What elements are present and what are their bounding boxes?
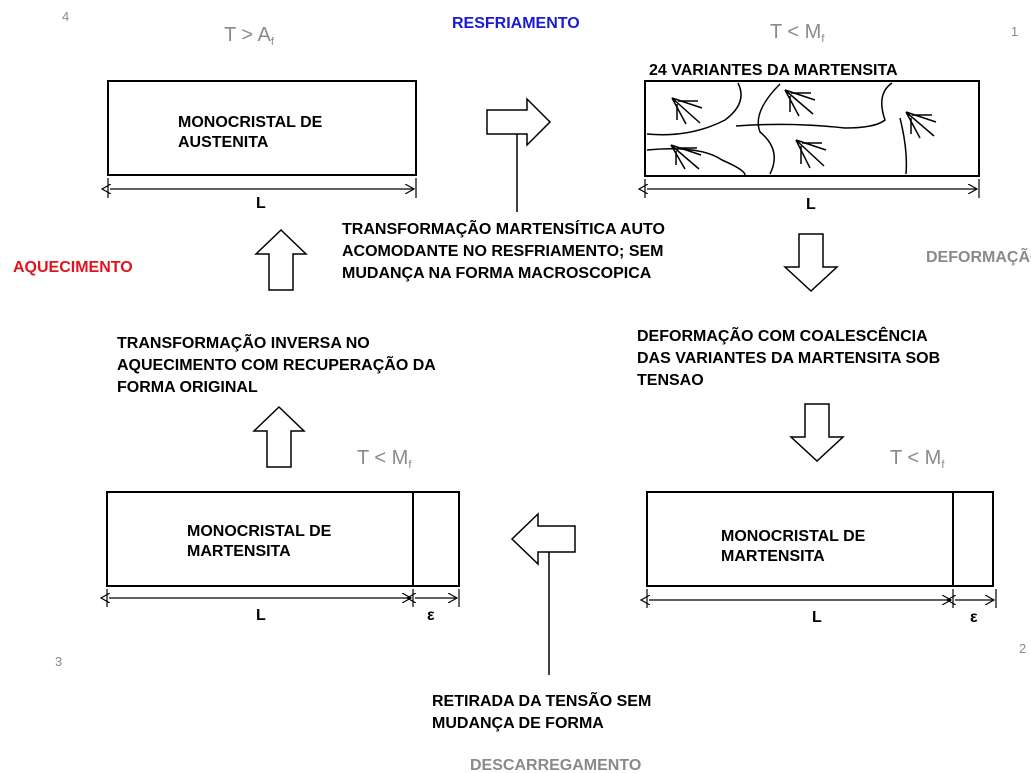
length-label-top-left: L	[256, 195, 266, 212]
unloading-label: DESCARREGAMENTO	[470, 757, 641, 773]
temp-condition-4: T > Af	[224, 24, 275, 48]
deformation-description-line1: DEFORMAÇÃO COM COALESCÊNCIA	[637, 325, 928, 345]
step-number-1: 1	[1011, 24, 1018, 39]
deformation-arrow-down-icon-2	[789, 403, 845, 463]
unloading-arrow-left-icon	[510, 512, 576, 566]
heating-arrow-up-icon-2	[252, 405, 306, 468]
martensite-left-line1: MONOCRISTAL DE	[187, 523, 332, 540]
step-number-3: 3	[55, 654, 62, 669]
martensite-right-line2: MARTENSITA	[721, 548, 825, 565]
svg-text:T < Mf: T < Mf	[357, 447, 412, 471]
martensite-variant-arrows	[670, 89, 937, 170]
martensite-crystal-box-left	[106, 491, 460, 587]
deformation-description: DEFORMAÇÃO COM COALESCÊNCIA DAS VARIANTE…	[637, 325, 940, 389]
step-number-4: 4	[62, 9, 69, 24]
heating-description-line3: FORMA ORIGINAL	[117, 379, 258, 396]
martensite-variants-box	[644, 80, 980, 177]
martensite-crystal-box-right	[646, 491, 994, 587]
cooling-description: TRANSFORMAÇÃO MARTENSÍTICA AUTO ACOMODAN…	[342, 218, 665, 282]
svg-text:T > Af: T > Af	[224, 24, 275, 48]
deformation-label: DEFORMAÇÃO	[926, 246, 1031, 266]
cooling-arrow-right-icon	[486, 97, 552, 147]
unloading-description: RETIRADA DA TENSÃO SEM MUDANÇA DE FORMA	[432, 690, 651, 732]
temp-condition-1: T < Mf	[770, 21, 825, 45]
martensite-left-line2: MARTENSITA	[187, 543, 291, 560]
heating-description-line2: AQUECIMENTO COM RECUPERAÇÃO DA	[117, 354, 436, 374]
martensite-right-line1: MONOCRISTAL DE	[721, 528, 866, 545]
heating-description-line1: TRANSFORMAÇÃO INVERSA NO	[117, 332, 370, 352]
unloading-description-line2: MUDANÇA DE FORMA	[432, 715, 604, 732]
strain-label-bottom-left: ε	[427, 607, 435, 624]
temp-condition-3: T < Mf	[357, 447, 412, 471]
deformation-description-line2: DAS VARIANTES DA MARTENSITA SOB	[637, 350, 940, 367]
temp-condition-2: T < Mf	[890, 447, 945, 471]
step-number-2: 2	[1019, 641, 1026, 656]
strain-label-bottom-right: ε	[970, 609, 978, 626]
austenite-box-line1: MONOCRISTAL DE	[178, 114, 323, 131]
heating-label: AQUECIMENTO	[13, 259, 133, 276]
cooling-description-line1: TRANSFORMAÇÃO MARTENSÍTICA AUTO	[342, 218, 665, 238]
martensite-variants-title: 24 VARIANTES DA MARTENSITA	[649, 62, 898, 79]
length-label-bottom-left: L	[256, 607, 266, 624]
austenite-box-line2: AUSTENITA	[178, 134, 269, 151]
cooling-description-line2: ACOMODANTE NO RESFRIAMENTO; SEM	[342, 243, 663, 260]
deformation-arrow-down-icon	[783, 233, 839, 293]
svg-text:T < Mf: T < Mf	[890, 447, 945, 471]
austenite-crystal-box	[107, 80, 417, 176]
heating-arrow-up-icon	[254, 228, 308, 291]
deformation-description-line3: TENSAO	[637, 372, 704, 389]
length-label-bottom-right: L	[812, 609, 822, 626]
variant-boundaries	[646, 82, 908, 176]
length-label-top-right: L	[806, 196, 816, 213]
cooling-label: RESFRIAMENTO	[452, 15, 580, 32]
unloading-description-line1: RETIRADA DA TENSÃO SEM	[432, 690, 651, 710]
cooling-description-line3: MUDANÇA NA FORMA MACROSCOPICA	[342, 265, 652, 282]
heating-description: TRANSFORMAÇÃO INVERSA NO AQUECIMENTO COM…	[117, 332, 436, 396]
svg-text:T < Mf: T < Mf	[770, 21, 825, 45]
